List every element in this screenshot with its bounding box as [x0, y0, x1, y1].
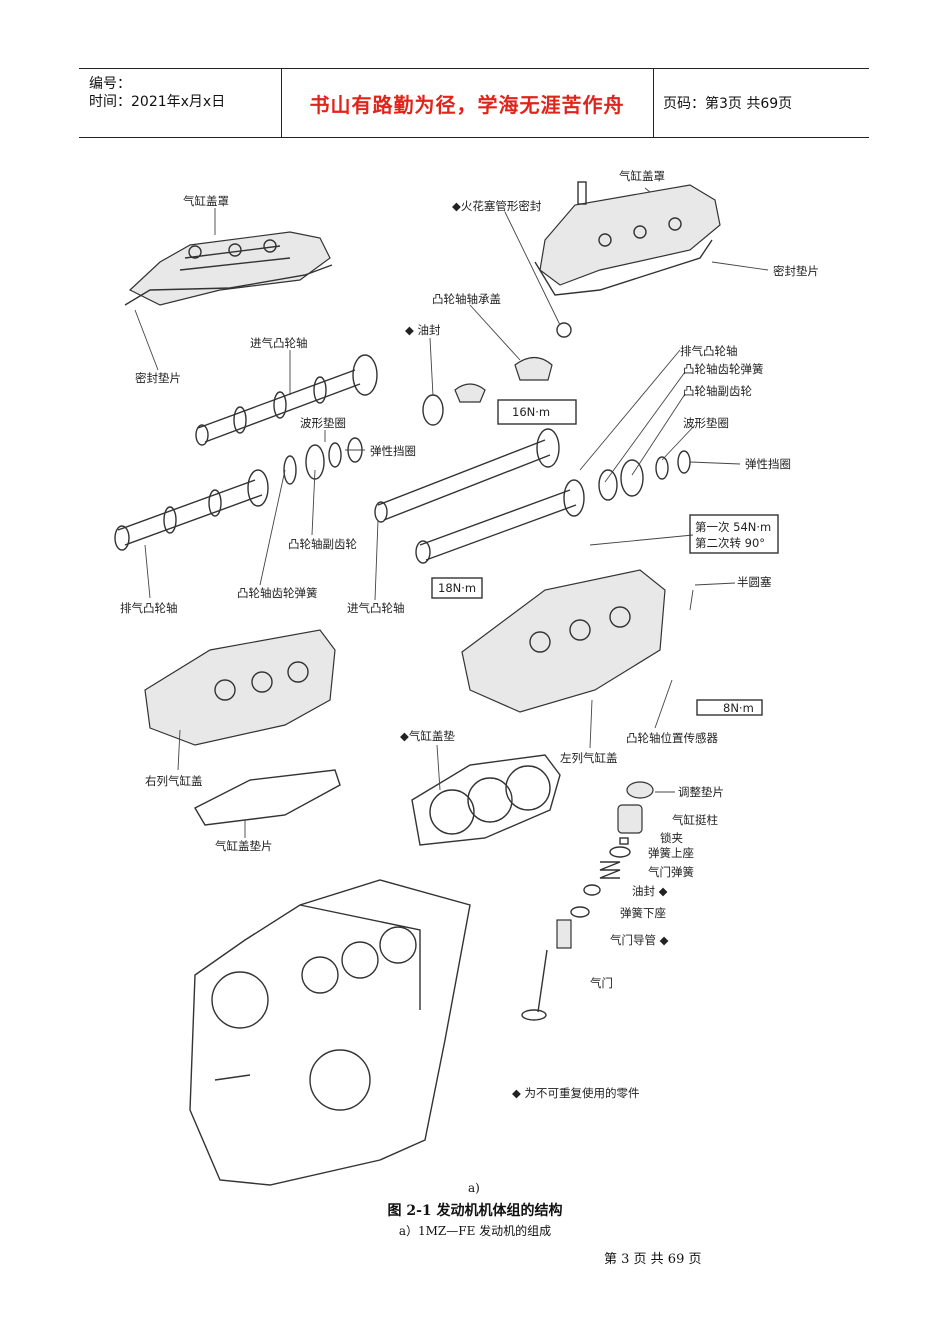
label-cover-right: 气缸盖罩 — [619, 169, 665, 183]
valve-train — [521, 781, 654, 1021]
label-valve-oil-seal: 油封 ◆ — [632, 884, 668, 898]
leader-lines — [134, 187, 769, 838]
label-spark-seal: ◆火花塞管形密封 — [452, 199, 542, 213]
label-right-head: 右列气缸盖 — [145, 774, 203, 788]
label-snap-ring-right: 弹性挡圈 — [745, 457, 791, 471]
label-shim: 调整垫片 — [678, 785, 724, 799]
label-gasket-left: 密封垫片 — [135, 371, 181, 385]
label-subgear-mid: 凸轮轴副齿轮 — [288, 537, 357, 551]
label-intake-cam-bottom: 进气凸轮轴 — [347, 601, 405, 615]
label-exhaust-cam-left: 排气凸轮轴 — [120, 601, 178, 615]
label-head-gasket: ◆气缸盖垫 — [400, 729, 455, 743]
exhaust-camshaft-left — [114, 437, 363, 551]
label-snap-ring-mid: 弹性挡圈 — [370, 444, 416, 458]
label-wave-washer-right: 波形垫圈 — [683, 416, 729, 430]
label-torque-16: 16N·m — [512, 405, 550, 419]
engine-block — [189, 879, 471, 1186]
label-wave-washer-mid: 波形垫圈 — [300, 416, 346, 430]
label-valve-guide: 气门导管 ◆ — [610, 933, 669, 947]
bearing-caps — [422, 356, 577, 426]
page-footer: 第 3 页 共 69 页 — [604, 1252, 702, 1267]
figure-sub-label: a) — [468, 1181, 480, 1195]
label-torque-54-b: 第二次转 90° — [695, 536, 765, 550]
figure-caption-sub: a）1MZ—FE 发动机的组成 — [398, 1224, 552, 1238]
label-spring-seat-lower: 弹簧下座 — [620, 906, 666, 920]
header-divider — [653, 69, 654, 137]
label-torque-54-a: 第一次 54N·m — [695, 520, 771, 534]
label-spring-mid: 凸轮轴齿轮弹簧 — [237, 586, 318, 600]
code-label: 编号： — [89, 76, 131, 92]
label-spring-seat-upper: 弹簧上座 — [648, 846, 694, 860]
label-cover-left: 气缸盖罩 — [183, 194, 229, 208]
label-torque-18: 18N·m — [438, 581, 476, 595]
right-cylinder-head — [144, 629, 336, 746]
page-label: 页码：第3页 共69页 — [663, 96, 793, 112]
label-valve: 气门 — [590, 976, 613, 990]
label-intake-cam-top: 进气凸轮轴 — [250, 336, 308, 350]
label-cam-sensor: 凸轮轴位置传感器 — [626, 731, 718, 745]
label-lifter: 气缸挺柱 — [672, 813, 718, 827]
time-label: 时间：2021年x月x日 — [89, 94, 226, 110]
label-exhaust-cam-right: 排气凸轮轴 — [680, 344, 738, 358]
intake-camshaft-upper — [195, 354, 378, 446]
label-torque-8: 8N·m — [723, 701, 754, 715]
header-divider — [281, 69, 282, 137]
label-cam-cap: 凸轮轴轴承盖 — [432, 292, 501, 306]
label-legend-note: ◆ 为不可重复使用的零件 — [512, 1086, 640, 1100]
label-oil-seal: ◆ 油封 — [405, 323, 441, 337]
label-gasket-right: 密封垫片 — [773, 264, 819, 278]
camshafts-middle — [374, 428, 691, 564]
label-left-head: 左列气缸盖 — [560, 751, 618, 765]
label-keeper: 锁夹 — [660, 831, 683, 845]
cylinder-head-cover-right — [534, 181, 721, 338]
label-subgear-right: 凸轮轴副齿轮 — [683, 384, 752, 398]
label-half-plug: 半圆塞 — [737, 575, 772, 589]
motto: 书山有路勤为径，学海无涯苦作舟 — [309, 93, 625, 117]
figure-caption-title: 图 2-1 发动机机体组的结构 — [387, 1203, 563, 1219]
head-gaskets — [194, 754, 561, 846]
left-cylinder-head — [461, 569, 763, 716]
figure-labels: 气缸盖罩 密封垫片 气缸盖罩 密封垫片 ◆火花塞管形密封 凸轮轴轴承盖 ◆ 油封… — [120, 169, 819, 1100]
label-valve-spring: 气门弹簧 — [648, 865, 694, 879]
label-head-gasket-small: 气缸盖垫片 — [215, 839, 273, 853]
header-table: 编号： 时间：2021年x月x日 书山有路勤为径，学海无涯苦作舟 页码：第3页 … — [79, 68, 869, 138]
cylinder-head-cover-left — [124, 231, 333, 306]
label-spring-right: 凸轮轴齿轮弹簧 — [683, 362, 764, 376]
